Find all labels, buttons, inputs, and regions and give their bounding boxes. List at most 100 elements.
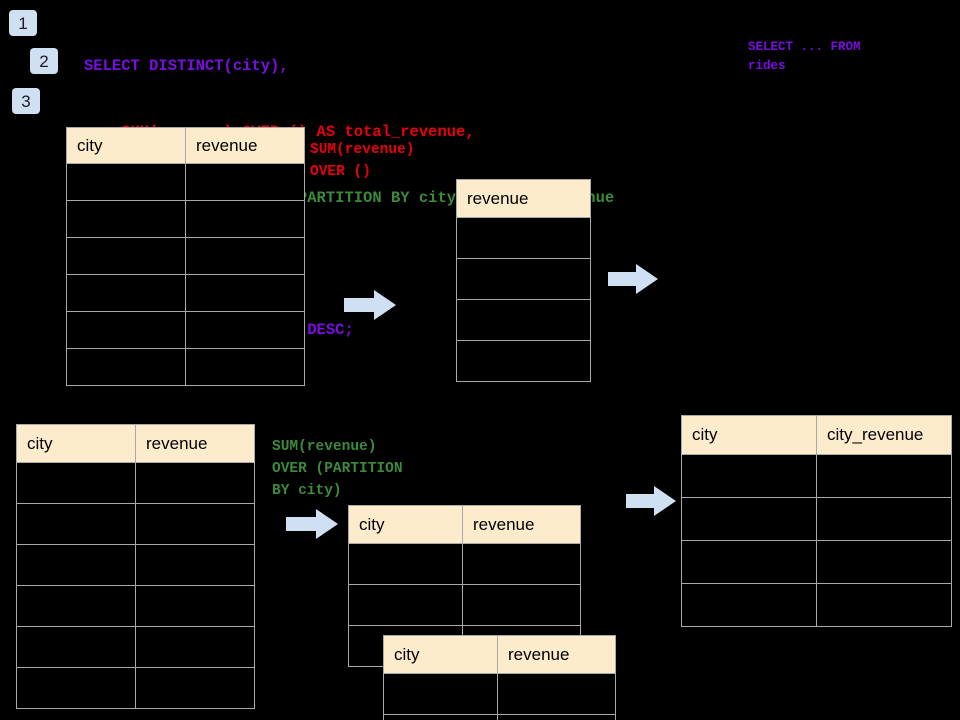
cell-revenue (456, 299, 591, 341)
table-row (456, 299, 591, 341)
cell-city (16, 585, 136, 627)
arrow-source-to-partition (286, 509, 338, 539)
step-badge-3-label: 3 (21, 91, 31, 111)
table-row (66, 237, 305, 275)
cell-city (348, 584, 463, 626)
cell-city (66, 274, 186, 312)
cell-city (16, 626, 136, 668)
table-row (66, 163, 305, 201)
step-badge-2-label: 2 (39, 51, 49, 71)
table-row (681, 540, 952, 584)
table-row (456, 340, 591, 382)
cell-city (66, 348, 186, 386)
step-badge-2: 2 (30, 48, 58, 74)
cell-city (16, 667, 136, 709)
table-row (456, 217, 591, 259)
table-row (383, 714, 616, 720)
cell-revenue (456, 340, 591, 382)
cell-city-revenue (816, 454, 952, 498)
table-header-row: city city_revenue (681, 415, 952, 455)
cell-city (66, 200, 186, 238)
cell-revenue (135, 462, 255, 504)
column-header-city: city (66, 127, 186, 164)
column-header-revenue: revenue (135, 424, 255, 463)
column-header-city: city (681, 415, 817, 455)
cell-revenue (185, 200, 305, 238)
cell-revenue (185, 311, 305, 349)
column-header-revenue: revenue (462, 505, 581, 544)
cell-city (681, 583, 817, 627)
cell-city-revenue (816, 583, 952, 627)
table-row (66, 200, 305, 238)
cell-city (681, 497, 817, 541)
cell-city (16, 503, 136, 545)
table-header-row: city revenue (16, 424, 255, 463)
table-row (66, 348, 305, 386)
table-row (681, 454, 952, 498)
cell-revenue (135, 667, 255, 709)
cell-city (681, 454, 817, 498)
cell-revenue (462, 543, 581, 585)
source-rides-table-partition: city revenue (16, 424, 255, 709)
cell-revenue (135, 585, 255, 627)
source-rides-table: city revenue (66, 127, 305, 386)
cell-revenue (185, 274, 305, 312)
cell-city (16, 544, 136, 586)
partition-group-table-back: city revenue (348, 505, 581, 667)
cell-revenue (456, 258, 591, 300)
annotation-total-revenue: SUM(revenue) OVER () (310, 142, 415, 180)
arrow-total-to-result (608, 264, 658, 294)
partition-group-table-front: city revenue (383, 635, 616, 720)
cell-city (66, 311, 186, 349)
cell-revenue (462, 584, 581, 626)
cell-city-revenue (816, 540, 952, 584)
column-header-revenue: revenue (185, 127, 305, 164)
cell-city (383, 714, 498, 720)
cell-revenue (456, 217, 591, 259)
table-row (16, 462, 255, 504)
table-header-row: city revenue (383, 635, 616, 674)
cell-revenue (135, 503, 255, 545)
cell-city (383, 673, 498, 715)
step-badge-3: 3 (12, 88, 40, 114)
table-row (348, 543, 581, 585)
sql-line-1: SELECT DISTINCT(city), (84, 57, 289, 75)
side-note-select-from-rides: SELECT ... FROM rides (748, 40, 861, 73)
column-header-revenue: revenue (456, 179, 591, 218)
result-table: city city_revenue (681, 415, 952, 627)
table-row (16, 626, 255, 668)
column-header-revenue: revenue (497, 635, 616, 674)
table-row (66, 274, 305, 312)
table-row (16, 585, 255, 627)
step-badge-1-label: 1 (18, 13, 28, 33)
cell-revenue (135, 626, 255, 668)
cell-city (348, 543, 463, 585)
cell-city-revenue (816, 497, 952, 541)
table-row (681, 497, 952, 541)
cell-revenue (185, 163, 305, 201)
table-row (681, 583, 952, 627)
table-header-row: city revenue (348, 505, 581, 544)
arrow-source-to-total (344, 290, 396, 320)
cell-city (66, 163, 186, 201)
column-header-city: city (16, 424, 136, 463)
table-row (348, 584, 581, 626)
table-header-row: city revenue (66, 127, 305, 164)
column-header-city: city (348, 505, 463, 544)
cell-revenue (497, 673, 616, 715)
column-header-city: city (383, 635, 498, 674)
cell-revenue (135, 544, 255, 586)
table-row (383, 673, 616, 715)
step-badge-1: 1 (9, 10, 37, 36)
column-header-city-revenue: city_revenue (816, 415, 952, 455)
cell-city (16, 462, 136, 504)
table-row (16, 503, 255, 545)
annotation-city-revenue: SUM(revenue) OVER (PARTITION BY city) (272, 439, 403, 499)
total-revenue-table: revenue (456, 179, 591, 382)
table-row (66, 311, 305, 349)
cell-revenue (185, 237, 305, 275)
table-row (16, 667, 255, 709)
table-row (16, 544, 255, 586)
table-header-row: revenue (456, 179, 591, 218)
